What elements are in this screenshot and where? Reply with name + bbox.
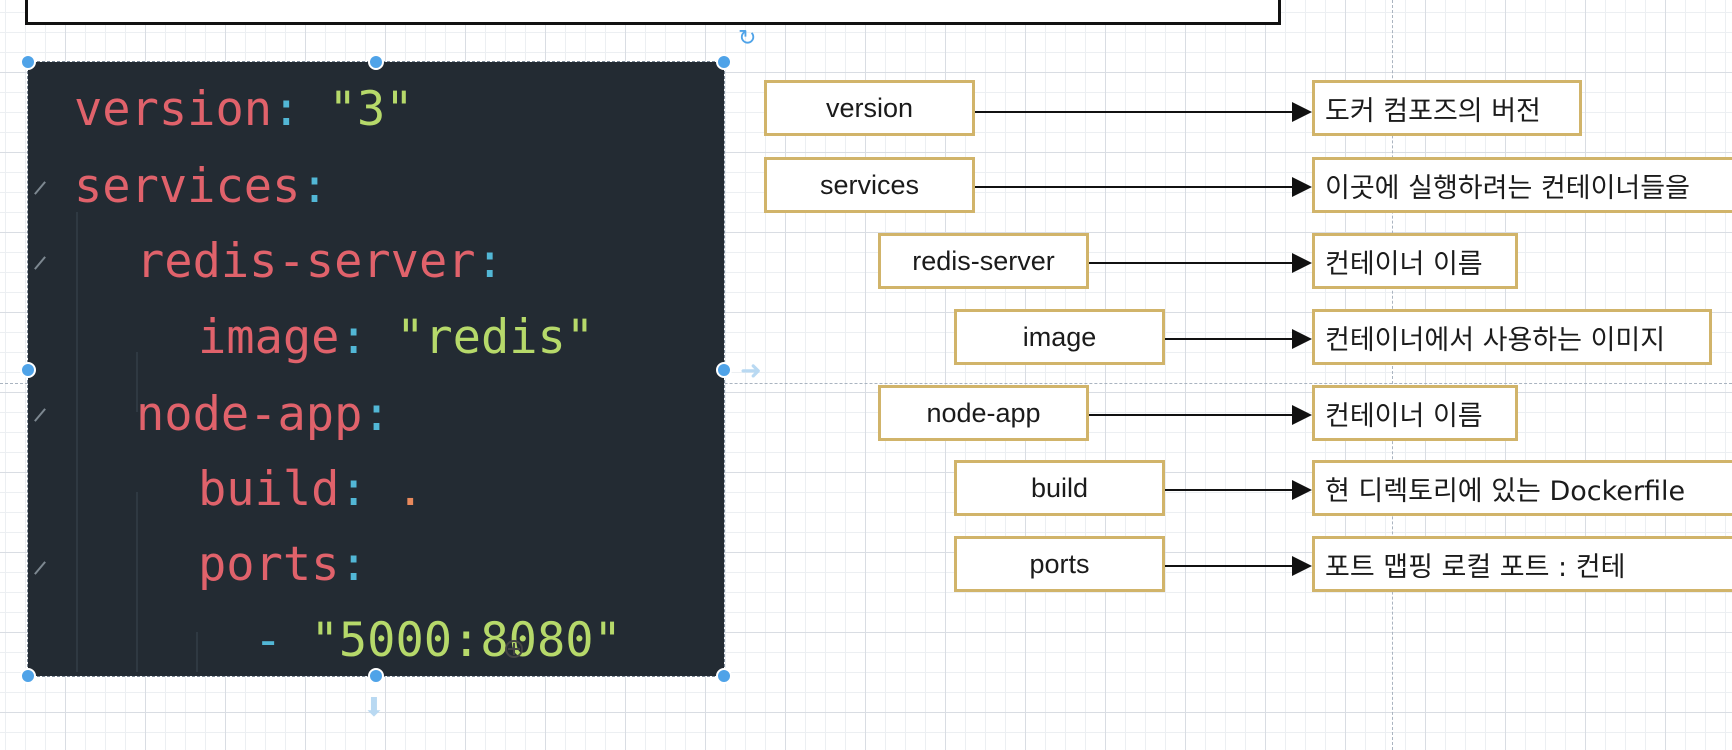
yaml-colon: : xyxy=(362,387,391,442)
resize-handle-bottom[interactable] xyxy=(368,668,384,684)
term-box-version[interactable]: version xyxy=(764,80,975,136)
resize-handle-bottom-left[interactable] xyxy=(20,668,36,684)
code-line-services: services: xyxy=(74,157,329,217)
code-line-build: build: . xyxy=(198,460,424,520)
term-box-node-app[interactable]: node-app xyxy=(878,385,1089,441)
indent-guide xyxy=(136,352,138,412)
term-box-build[interactable]: build xyxy=(954,460,1165,516)
yaml-key: ports xyxy=(198,537,340,592)
desc-box-redis-server[interactable]: 컨테이너 이름 xyxy=(1312,233,1518,289)
yaml-key: redis-server xyxy=(136,234,476,289)
desc-box-build[interactable]: 현 디렉토리에 있는 Dockerfile xyxy=(1312,460,1732,516)
term-box-ports[interactable]: ports xyxy=(954,536,1165,592)
vertical-guide-line xyxy=(1392,0,1393,750)
yaml-value: "redis" xyxy=(367,310,595,365)
indent-guide xyxy=(76,212,78,672)
yaml-colon: : xyxy=(339,537,368,592)
yaml-colon: : xyxy=(272,82,301,137)
resize-handle-right[interactable] xyxy=(716,362,732,378)
horizontal-guide-line xyxy=(0,383,1732,384)
resize-handle-top-right[interactable] xyxy=(716,54,732,70)
resize-handle-left[interactable] xyxy=(20,362,36,378)
resize-handle-bottom-right[interactable] xyxy=(716,668,732,684)
yaml-key: services xyxy=(74,159,301,214)
code-line-redis-server: redis-server: xyxy=(136,232,504,292)
desc-box-node-app[interactable]: 컨테이너 이름 xyxy=(1312,385,1518,441)
code-image-shape[interactable]: version: "3" services: redis-server: ima… xyxy=(27,61,725,677)
top-shape-box[interactable] xyxy=(25,0,1281,25)
yaml-colon: : xyxy=(300,159,329,214)
resize-handle-top-left[interactable] xyxy=(20,54,36,70)
code-line-image: image: "redis" xyxy=(198,308,594,368)
indent-guide xyxy=(196,632,198,672)
indent-guide xyxy=(136,492,138,672)
arrow-down-hint-icon[interactable]: ⬇ xyxy=(363,693,385,723)
desc-box-version[interactable]: 도커 컴포즈의 버전 xyxy=(1312,80,1582,136)
resize-handle-top[interactable] xyxy=(368,54,384,70)
term-box-image[interactable]: image xyxy=(954,309,1165,365)
yaml-value: "5000:8080" xyxy=(310,613,622,668)
yaml-colon: : xyxy=(339,310,368,365)
code-line-port-mapping: - "5000:8080" xyxy=(254,611,622,671)
code-line-node-app: node-app: xyxy=(136,385,391,445)
code-line-version: version: "3" xyxy=(74,80,414,140)
yaml-key: version xyxy=(74,82,273,137)
arrow-right-hint-icon[interactable]: ➜ xyxy=(740,356,762,386)
desc-box-ports[interactable]: 포트 맵핑 로컬 포트 : 컨테 xyxy=(1312,536,1732,592)
desc-box-image[interactable]: 컨테이너에서 사용하는 이미지 xyxy=(1312,309,1712,365)
yaml-colon: : xyxy=(475,234,504,289)
yaml-colon: : xyxy=(339,462,368,517)
yaml-dash: - xyxy=(254,613,311,668)
rotate-icon[interactable]: ↻ xyxy=(738,26,757,51)
desc-box-services[interactable]: 이곳에 실행하려는 컨테이너들을 xyxy=(1312,157,1732,213)
yaml-value: "3" xyxy=(300,82,414,137)
yaml-key: node-app xyxy=(136,387,363,442)
term-box-services[interactable]: services xyxy=(764,157,975,213)
yaml-key: build xyxy=(198,462,340,517)
yaml-key: image xyxy=(198,310,340,365)
term-box-redis-server[interactable]: redis-server xyxy=(878,233,1089,289)
code-line-ports: ports: xyxy=(198,535,368,595)
yaml-value: . xyxy=(367,462,425,517)
move-cursor-icon xyxy=(505,640,523,658)
